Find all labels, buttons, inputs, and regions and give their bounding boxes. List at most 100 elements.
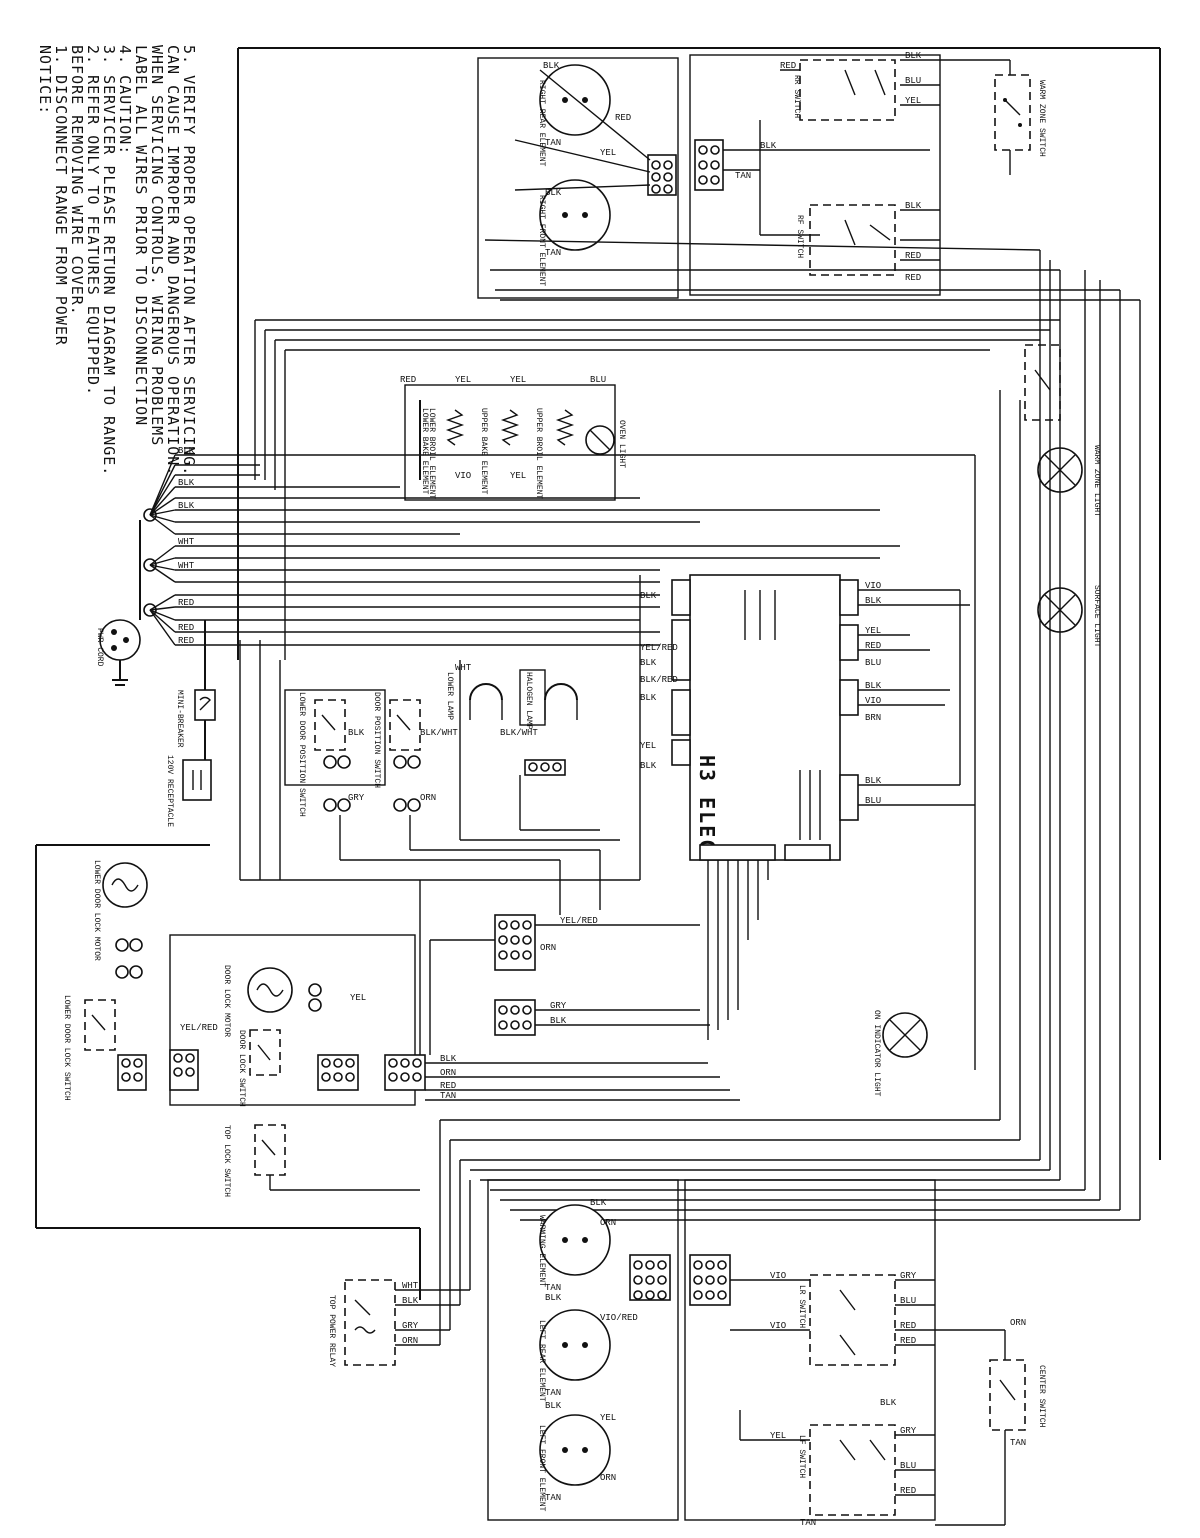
svg-text:VIO/RED: VIO/RED: [600, 1313, 638, 1323]
warm-zone-light-label: WARM ZONE LIGHT: [1092, 445, 1101, 517]
surface-light-label: SURFACE LIGHT: [1092, 585, 1101, 648]
lower-door-lock-switch-label: LOWER DOOR LOCK SWITCH: [62, 995, 71, 1101]
svg-text:BLK: BLK: [550, 1016, 567, 1026]
lf-element-label: LEFT FRONT ELEMENT: [537, 1425, 546, 1512]
upper-surface-group: RIGHT REAR ELEMENT RIGHT FRONT ELEMENT B…: [477, 57, 679, 299]
svg-text:RED: RED: [865, 641, 881, 651]
svg-text:RED: RED: [905, 273, 921, 283]
power-cord: PWR CORD: [95, 508, 157, 686]
svg-text:WHT: WHT: [178, 537, 195, 547]
control-name: H3 ELEC: [695, 755, 719, 853]
svg-text:YEL: YEL: [350, 993, 366, 1003]
left-bus: [239, 319, 1060, 881]
lower-broil-label: LOWER BROIL ELEMENT: [427, 408, 436, 499]
svg-text:BLK: BLK: [348, 728, 365, 738]
svg-text:TAN: TAN: [735, 171, 751, 181]
svg-text:RED: RED: [615, 113, 631, 123]
svg-text:RED: RED: [400, 375, 416, 385]
notice-line-7: WHEN SERVICING CONTROLS. WIRING PROBLEMS: [148, 45, 166, 446]
notice-line-5: 4. CAUTION:: [116, 45, 134, 155]
svg-text:BLK: BLK: [178, 501, 195, 511]
svg-text:YEL: YEL: [600, 148, 616, 158]
svg-text:YEL/RED: YEL/RED: [560, 916, 598, 926]
svg-text:BLK: BLK: [178, 478, 195, 488]
warming-element-label: WARMING ELEMENT: [537, 1215, 546, 1287]
power-cord-label: PWR CORD: [95, 628, 104, 667]
notice-line-3: 2. REFER ONLY TO FEATURES EQUIPPED.: [84, 45, 102, 396]
svg-text:WHT: WHT: [455, 663, 472, 673]
svg-text:YEL: YEL: [865, 626, 881, 636]
svg-text:RED: RED: [178, 636, 194, 646]
top-power-relay-label: TOP POWER RELAY: [327, 1295, 336, 1367]
notice-line-9: 5. VERIFY PROPER OPERATION AFTER SERVICI…: [180, 45, 198, 476]
door-lock-switch-label: DOOR LOCK SWITCH: [237, 1030, 246, 1107]
halogen-lamp-label: HALOGEN LAMP: [524, 672, 533, 730]
svg-text:VIO: VIO: [455, 471, 471, 481]
svg-text:WHT: WHT: [402, 1281, 419, 1291]
oven-elements: LOWER BAKE ELEMENT LOWER BROIL ELEMENT U…: [400, 375, 626, 501]
lower-right-switches: LR SWITCH LF SWITCH GRY BLU RED RED GRY …: [684, 1179, 936, 1528]
notice-line-2: BEFORE REMOVING WIRE COVER.: [68, 45, 86, 316]
svg-text:VIO: VIO: [865, 696, 881, 706]
svg-text:BLK: BLK: [178, 446, 195, 456]
lr-switch-label: LR SWITCH: [797, 1285, 806, 1328]
svg-text:RED: RED: [900, 1321, 916, 1331]
notice-line-6: LABEL ALL WIRES PRIOR TO DISCONNECTION: [132, 45, 150, 426]
svg-text:GRY: GRY: [550, 1001, 567, 1011]
svg-text:RED: RED: [900, 1486, 916, 1496]
svg-text:BLK: BLK: [865, 596, 882, 606]
svg-text:ORN: ORN: [440, 1068, 456, 1078]
frame-wires: [35, 47, 1161, 1300]
svg-text:RED: RED: [905, 251, 921, 261]
svg-text:ORN: ORN: [420, 793, 436, 803]
svg-text:BLK: BLK: [640, 658, 657, 668]
surface-light: SURFACE LIGHT: [1037, 585, 1101, 648]
lower-door-lock-switch: LOWER DOOR LOCK SWITCH: [62, 995, 147, 1101]
on-indicator-light: ON INDICATOR LIGHT: [872, 1010, 928, 1097]
center-switch-label: CENTER SWITCH: [1037, 1365, 1046, 1428]
svg-text:BLK/RED: BLK/RED: [640, 675, 678, 685]
terminal-fan: BLK BLK BLK WHT WHT RED RED RED: [149, 446, 975, 646]
notice-block: NOTICE: 1. DISCONNECT RANGE FROM POWER B…: [36, 45, 198, 476]
door-lock-assembly: DOOR LOCK MOTOR DOOR LOCK SWITCH YEL/RED…: [169, 934, 416, 1107]
svg-text:YEL: YEL: [455, 375, 471, 385]
svg-text:BLK: BLK: [545, 188, 562, 198]
control-board: H3 ELEC VIO: [640, 574, 975, 1040]
svg-text:YEL: YEL: [510, 471, 526, 481]
harness-connectors: GRY BLK BLK ORN RED TAN YEL/RED ORN: [384, 914, 740, 1101]
svg-text:ORN: ORN: [540, 943, 556, 953]
svg-text:GRY: GRY: [900, 1271, 917, 1281]
upper-bake-label: UPPER BAKE ELEMENT: [479, 408, 488, 495]
oven-light-label: OVEN LIGHT: [617, 420, 626, 468]
svg-text:WHT: WHT: [178, 561, 195, 571]
door-position-switch-label: DOOR POSITION SWITCH: [372, 692, 381, 788]
svg-text:GRY: GRY: [348, 793, 365, 803]
notice-line-4: 3. SERVICER PLEASE RETURN DIAGRAM TO RAN…: [100, 45, 118, 476]
lower-bake-label: LOWER BAKE ELEMENT: [420, 408, 429, 495]
notice-line-1: 1. DISCONNECT RANGE FROM POWER: [52, 45, 70, 346]
svg-text:BRN: BRN: [865, 713, 881, 723]
halogen-lamp: HALOGEN LAMP: [519, 669, 578, 776]
svg-text:BLK: BLK: [905, 201, 922, 211]
top-power-relay: TOP POWER RELAY WHT BLK GRY ORN: [327, 1279, 470, 1367]
svg-text:BLK: BLK: [640, 591, 657, 601]
svg-text:RED: RED: [780, 61, 796, 71]
notice-line-8: CAN CAUSE IMPROPER AND DANGEROUS OPERATI…: [164, 45, 182, 476]
mini-breaker: MINI-BREAKER: [175, 620, 216, 760]
svg-text:TAN: TAN: [545, 1493, 561, 1503]
svg-text:BLK: BLK: [543, 61, 560, 71]
upper-broil-label: UPPER BROIL ELEMENT: [534, 408, 543, 499]
svg-text:BLK: BLK: [402, 1296, 419, 1306]
notice-title: NOTICE:: [36, 45, 54, 115]
svg-text:BLK: BLK: [590, 1198, 607, 1208]
svg-text:TAN: TAN: [545, 1388, 561, 1398]
svg-text:BLK: BLK: [640, 693, 657, 703]
svg-text:BLK/WHT: BLK/WHT: [500, 728, 538, 738]
lower-door-position-switch-label: LOWER DOOR POSITION SWITCH: [297, 692, 306, 817]
svg-text:RED: RED: [440, 1081, 456, 1091]
svg-text:YEL: YEL: [600, 1413, 616, 1423]
svg-text:VIO: VIO: [770, 1321, 786, 1331]
svg-text:BLK: BLK: [545, 1293, 562, 1303]
